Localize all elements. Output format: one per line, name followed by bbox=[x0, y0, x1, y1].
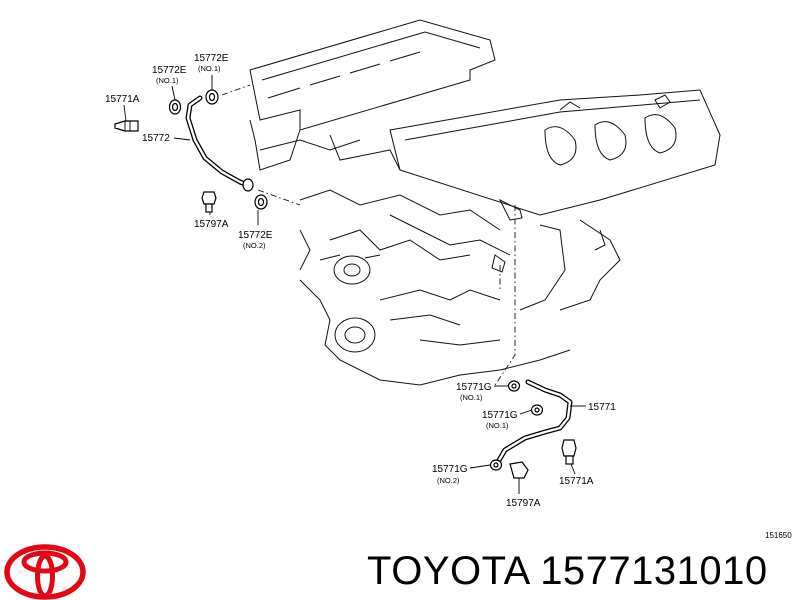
label-15771G-b-no: (NO.1) bbox=[486, 421, 509, 430]
label-15771A-top: 15771A bbox=[105, 94, 140, 105]
label-15772E-a: 15772E bbox=[152, 65, 187, 76]
footer-title: TOYOTA 1577131010 bbox=[367, 548, 768, 594]
diagram-reference-code: 151650 bbox=[765, 531, 792, 540]
label-15771: 15771 bbox=[588, 402, 616, 413]
upper-oil-pipe-assembly bbox=[114, 89, 268, 213]
label-15797A-bot: 15797A bbox=[506, 498, 541, 509]
label-15771A-bot: 15771A bbox=[559, 476, 594, 487]
label-15772E-c-no: (NO.2) bbox=[243, 241, 266, 250]
engine-outline bbox=[249, 19, 721, 386]
label-15771G-b: 15771G bbox=[482, 410, 518, 421]
label-15771G-a: 15771G bbox=[456, 382, 492, 393]
reference-leader-lines bbox=[221, 84, 516, 386]
label-15772E-b-no: (NO.1) bbox=[198, 64, 221, 73]
lower-oil-pipe-assembly bbox=[489, 379, 577, 479]
label-15772: 15772 bbox=[142, 133, 170, 144]
label-15771G-c: 15771G bbox=[432, 464, 468, 475]
label-15772E-a-no: (NO.1) bbox=[156, 76, 179, 85]
label-15772E-b: 15772E bbox=[194, 53, 229, 64]
label-15771G-c-no: (NO.2) bbox=[437, 476, 460, 485]
part-number: 1577131010 bbox=[540, 549, 768, 593]
label-15772E-c: 15772E bbox=[238, 230, 273, 241]
brand-name: TOYOTA bbox=[367, 549, 529, 593]
part-labels: 15772E (NO.1) 15772E (NO.1) 15771A 15772… bbox=[105, 53, 792, 540]
label-15797A-top: 15797A bbox=[194, 219, 229, 230]
label-15771G-a-no: (NO.1) bbox=[460, 393, 483, 402]
top-callout-lines bbox=[123, 75, 259, 225]
toyota-logo-icon bbox=[4, 544, 86, 600]
bottom-callout-lines bbox=[469, 385, 586, 494]
